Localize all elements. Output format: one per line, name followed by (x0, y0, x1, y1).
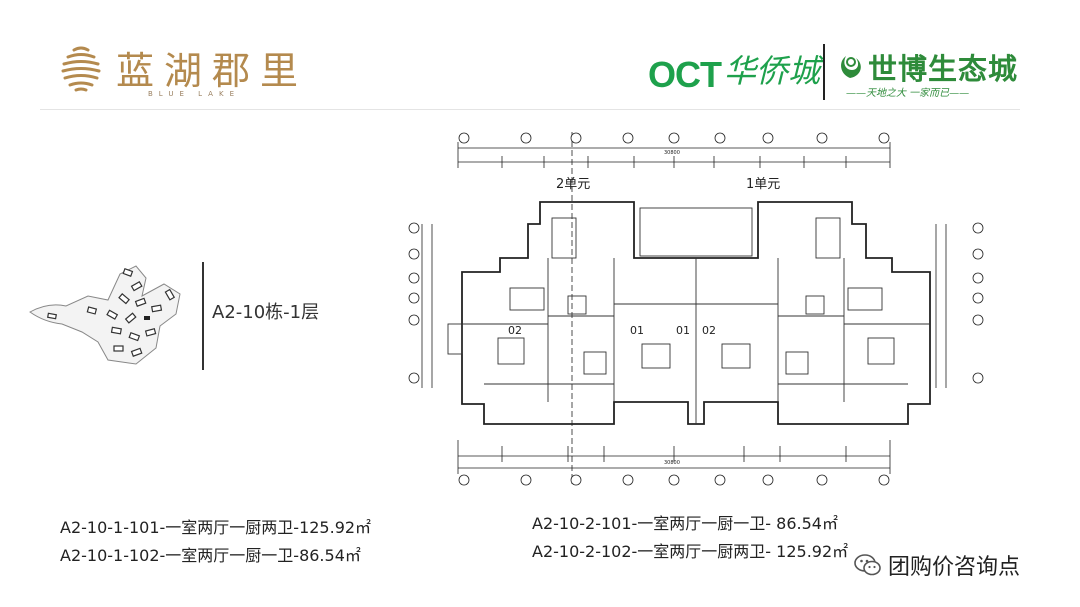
room-label-01-left: 01 (630, 324, 644, 337)
building-floor-label: A2-10栋-1层 (212, 302, 320, 323)
unit-1-label: 1单元 (746, 177, 780, 192)
unit-2-102-label: A2-10-2-102-一室两厅一厨两卫- 125.92㎡ (532, 542, 849, 561)
logo-divider (823, 44, 825, 100)
room-label-02-right: 02 (702, 324, 716, 337)
wechat-watermark-text: 团购价咨询点 (888, 555, 1021, 580)
wechat-icon (854, 554, 881, 576)
blue-lake-logo-icon (61, 46, 101, 92)
eco-city-name: 世博生态城 (868, 52, 1019, 86)
total-dim-bottom: 30800 (664, 460, 680, 466)
total-dim-top: 30800 (664, 150, 680, 156)
eco-city-logo-icon (841, 56, 861, 78)
floor-plan-drawing: 2单元 1单元 02 01 01 02 30800 30800 (408, 132, 984, 486)
map-divider (202, 262, 204, 370)
wechat-watermark: 团购价咨询点 (848, 547, 1027, 583)
oct-logo: OCT (648, 54, 722, 95)
brand-name: 蓝湖郡里 (116, 49, 309, 93)
header-divider (40, 109, 1020, 110)
brand-subtitle: BLUE LAKE (148, 90, 240, 98)
room-label-02-left: 02 (508, 324, 522, 337)
eco-city-slogan: ——天地之大 一家而已—— (846, 88, 970, 99)
oct-chinese-logo: 华侨城 (724, 52, 821, 90)
room-label-01-right: 01 (676, 324, 690, 337)
unit-2-label: 2单元 (556, 177, 590, 192)
unit-2-101-label: A2-10-2-101-一室两厅一厨一卫- 86.54㎡ (532, 514, 838, 533)
site-map-image (29, 265, 181, 365)
unit-1-102-label: A2-10-1-102-一室两厅一厨一卫-86.54㎡ (60, 546, 361, 565)
unit-1-101-label: A2-10-1-101-一室两厅一厨两卫-125.92㎡ (60, 518, 372, 537)
